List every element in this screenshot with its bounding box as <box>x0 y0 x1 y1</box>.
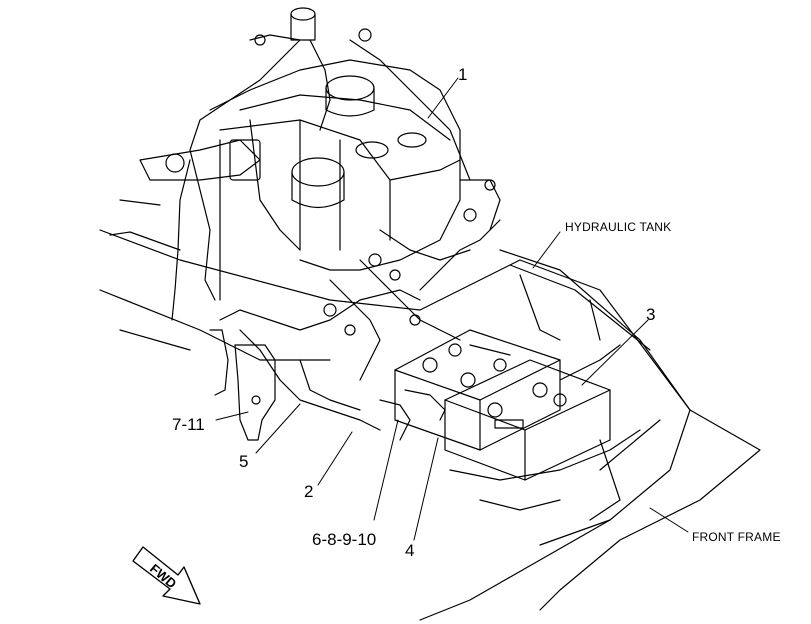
bracket-plate <box>209 329 276 441</box>
component-name-labels: HYDRAULIC TANK FRONT FRAME <box>565 220 781 544</box>
fwd-label: FWD <box>147 561 179 592</box>
front-frame-outline <box>99 229 761 621</box>
callout-4: 4 <box>405 541 414 560</box>
callout-labels: 1 3 7-11 5 2 6-8-9-10 4 <box>172 65 655 560</box>
engine-top-components <box>290 7 427 209</box>
engine-block <box>109 59 461 301</box>
battery-left <box>394 329 561 451</box>
callout-2: 2 <box>304 482 313 501</box>
front-frame-label: FRONT FRAME <box>692 530 781 544</box>
callout-7-11: 7-11 <box>172 415 205 434</box>
callout-6-8-9-10: 6-8-9-10 <box>312 530 376 549</box>
hydraulic-tank-outline <box>499 249 691 411</box>
hydraulic-tank-label: HYDRAULIC TANK <box>565 220 671 234</box>
battery-right <box>444 359 611 481</box>
callout-1: 1 <box>458 65 467 84</box>
callout-5: 5 <box>239 452 248 471</box>
callout-3: 3 <box>646 305 655 324</box>
wiring-harness <box>171 28 501 431</box>
leader-lines <box>215 77 689 541</box>
fwd-arrow <box>132 546 201 605</box>
battery-cables <box>379 344 621 441</box>
